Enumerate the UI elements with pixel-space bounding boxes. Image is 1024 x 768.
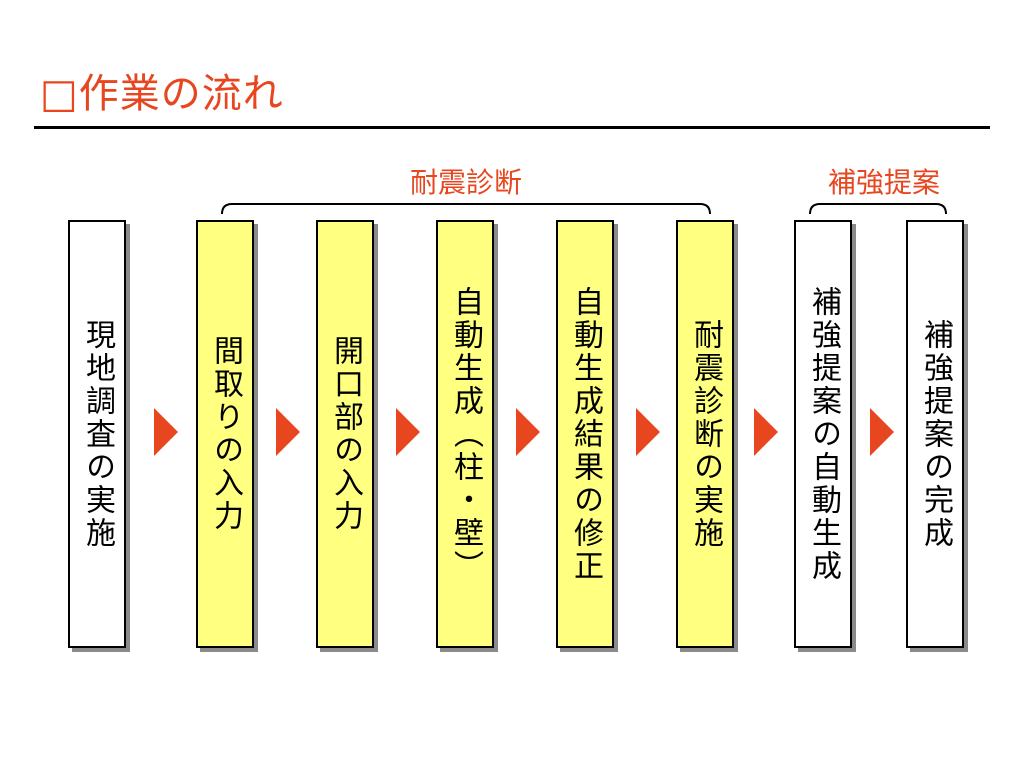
flow-arrow (516, 408, 540, 456)
step-label: 間取りの入力 (208, 335, 243, 533)
step-label: 補強提案の自動生成 (806, 285, 841, 583)
brace-reinforcement-proposal (809, 203, 947, 215)
step-site-survey: 現地調査の実施 (68, 220, 126, 648)
step-label: 補強提案の完成 (918, 318, 953, 550)
brace-seismic-diagnosis (221, 203, 711, 215)
step-reinforcement-complete: 補強提案の完成 (906, 220, 964, 648)
title-divider (34, 126, 990, 129)
step-seismic-diagnosis: 耐震診断の実施 (676, 220, 734, 648)
step-label: 開口部の入力 (328, 335, 363, 533)
group-label-reinforcement-proposal: 補強提案 (827, 166, 940, 199)
step-openings-input: 開口部の入力 (316, 220, 374, 648)
step-floor-plan-input: 間取りの入力 (196, 220, 254, 648)
flow-arrow (154, 408, 178, 456)
step-label: 自動生成結果の修正 (568, 285, 603, 583)
flow-arrow (754, 408, 778, 456)
flow-arrow (276, 408, 300, 456)
step-label: 自動生成（柱・壁） (448, 285, 483, 583)
slide-title: □作業の流れ (40, 71, 284, 117)
step-correct-generated-results: 自動生成結果の修正 (556, 220, 614, 648)
flow-arrow (870, 408, 894, 456)
step-label: 現地調査の実施 (80, 318, 115, 550)
flow-arrow (396, 408, 420, 456)
flow-arrow (636, 408, 660, 456)
step-auto-generate-reinforcement: 補強提案の自動生成 (794, 220, 852, 648)
group-label-seismic-diagnosis: 耐震診断 (409, 166, 522, 199)
step-label: 耐震診断の実施 (688, 318, 723, 550)
step-auto-generate-columns-walls: 自動生成（柱・壁） (436, 220, 494, 648)
